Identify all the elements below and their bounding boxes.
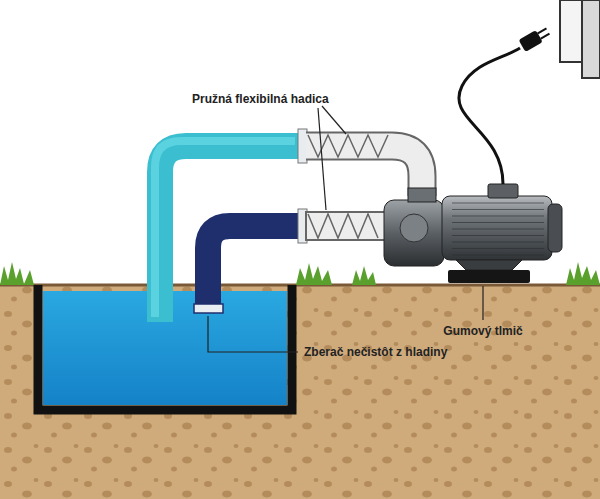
pump-outlet bbox=[408, 188, 436, 202]
terminal-box bbox=[488, 184, 518, 198]
motor-fin bbox=[452, 235, 544, 236]
callout-label: Gumový tlmič bbox=[441, 324, 524, 338]
pump-head bbox=[384, 200, 444, 266]
wall bbox=[582, 0, 600, 78]
pump-foot bbox=[456, 260, 522, 270]
motor-fin bbox=[452, 242, 544, 243]
hose-coil bbox=[308, 214, 378, 238]
motor-fin bbox=[452, 203, 544, 204]
motor-fin bbox=[452, 216, 544, 217]
motor-end-cap bbox=[548, 204, 562, 252]
flexible-hose bbox=[306, 212, 388, 240]
soil bbox=[0, 284, 600, 499]
pump-volute bbox=[400, 214, 428, 242]
wall-socket bbox=[560, 0, 582, 62]
soil-texture bbox=[0, 284, 600, 499]
callout-label: Zberač nečistôt z hladiny bbox=[302, 345, 449, 359]
motor-fin bbox=[452, 255, 544, 256]
motor-fin bbox=[452, 222, 544, 223]
suction-pipe bbox=[208, 226, 300, 306]
motor bbox=[442, 196, 552, 260]
motor-fin bbox=[452, 229, 544, 230]
power-cable bbox=[459, 48, 520, 184]
surface-skimmer bbox=[194, 304, 223, 313]
leader-lines bbox=[208, 106, 483, 352]
rubber-damper bbox=[448, 270, 530, 283]
plug bbox=[519, 25, 552, 52]
callout-label: Pružná flexibilná hadica bbox=[190, 92, 331, 106]
hose-coil bbox=[308, 135, 388, 238]
return-pipe bbox=[160, 146, 300, 322]
motor-fin bbox=[452, 248, 544, 249]
motor-fin bbox=[452, 209, 544, 210]
motor-fins bbox=[452, 203, 544, 255]
flange bbox=[298, 129, 307, 163]
